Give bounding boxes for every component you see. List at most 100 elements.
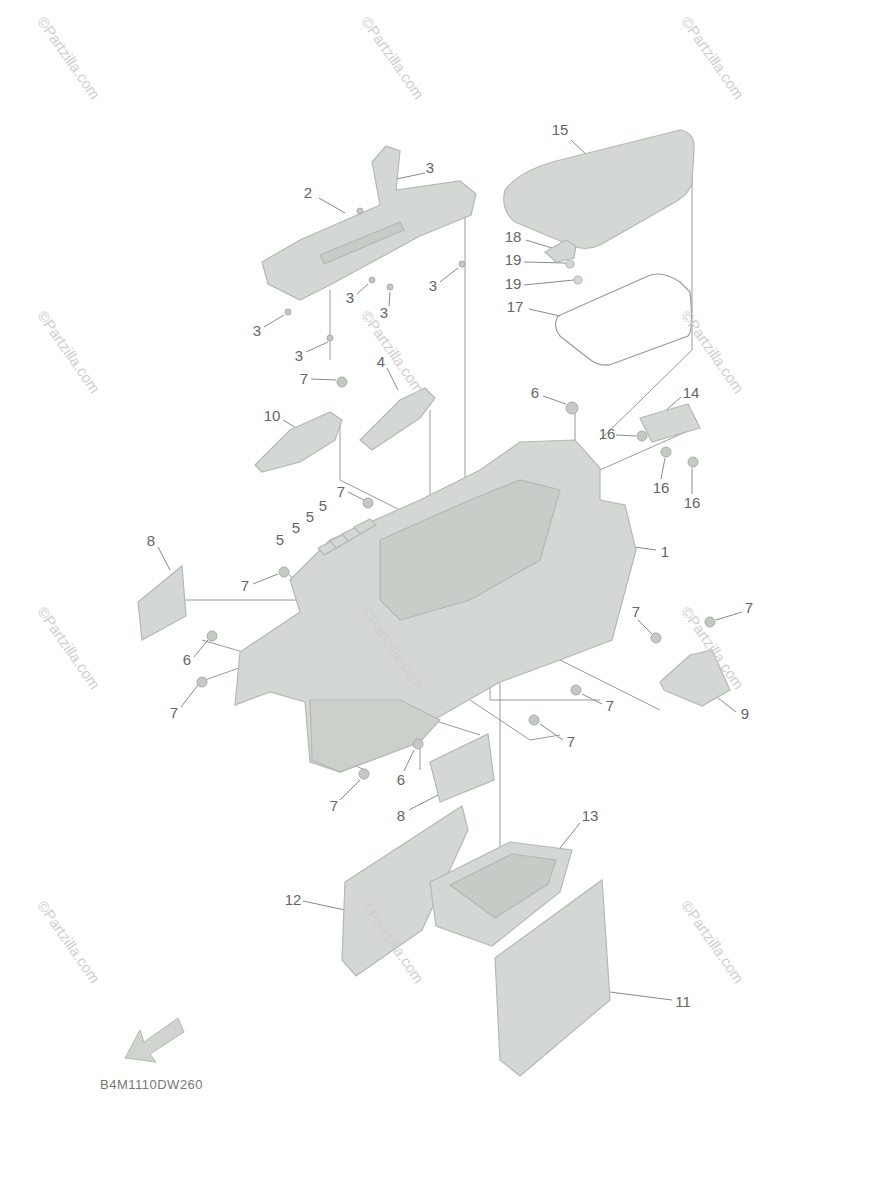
rear-panel [495, 880, 610, 1076]
callout-box: 15 [552, 121, 569, 139]
callout-number: 3 [253, 322, 261, 339]
callout-box: 7 [606, 697, 614, 715]
leader-lines [158, 140, 742, 1000]
callout-number: 7 [241, 577, 249, 594]
watermark: ©Partzilla.com [358, 13, 428, 102]
callout-box: 5 [276, 531, 284, 549]
side-cover [430, 734, 494, 802]
watermark-box: ©Partzilla.com [33, 603, 103, 693]
callout-number: 7 [606, 697, 614, 714]
watermark-box: ©Partzilla.com [677, 13, 747, 103]
callout-box: 5 [319, 497, 327, 515]
callout-number: 3 [295, 347, 303, 364]
callout-number: 3 [429, 277, 437, 294]
small-bracket [640, 404, 700, 442]
callout-box: 4 [377, 353, 385, 371]
callout-number: 13 [582, 807, 599, 824]
callout-box: 18 [505, 228, 522, 246]
callout-box: 7 [170, 704, 178, 722]
callout-number: 14 [683, 384, 700, 401]
callout-box: 10 [264, 407, 281, 425]
callout-box: 8 [147, 532, 155, 550]
callout-box: 7 [337, 483, 345, 501]
callout-box: 14 [683, 384, 700, 402]
pad [354, 519, 376, 534]
lid-seal [555, 274, 691, 365]
storage-body-skirt [310, 700, 440, 772]
callout-number: 16 [684, 494, 701, 511]
parts [138, 130, 730, 1076]
watermark-box: ©Partzilla.com [357, 307, 427, 397]
clip [545, 240, 576, 262]
callout-number: 8 [397, 807, 405, 824]
callout-number: 7 [745, 599, 753, 616]
storage-body [235, 440, 636, 772]
watermark: ©Partzilla.com [678, 13, 748, 102]
callout-box: 3 [346, 289, 354, 307]
watermark: ©Partzilla.com [34, 307, 104, 396]
callout-box: 7 [241, 577, 249, 595]
callout-number: 7 [330, 797, 338, 814]
front-arrow [125, 1018, 184, 1062]
callout-number: 7 [632, 603, 640, 620]
callout-number: 6 [183, 651, 191, 668]
callout-number: 9 [741, 705, 749, 722]
mount-bracket [360, 388, 435, 450]
callout-box: 7 [745, 599, 753, 617]
callout-box: 5 [306, 508, 314, 526]
callout-box: 11 [675, 993, 691, 1011]
callout-number: 5 [276, 531, 284, 548]
callout-number: 11 [675, 993, 691, 1010]
callout-box: 19 [505, 251, 522, 269]
callout-box: 3 [295, 347, 303, 365]
callout-box: 6 [183, 651, 191, 669]
callout-number: 16 [599, 425, 616, 442]
callout-number: 18 [505, 228, 522, 245]
callout-number: 3 [380, 304, 388, 321]
callout-box: 6 [531, 384, 539, 402]
storage-body-inner [380, 480, 560, 620]
callout-number: 6 [531, 384, 539, 401]
watermark-box: ©Partzilla.com [677, 897, 747, 987]
callout-box: 12 [285, 891, 302, 909]
callout-box: 2 [304, 184, 312, 202]
callout-box: 8 [397, 807, 405, 825]
callout-box: 1 [661, 543, 669, 561]
callout-box: 3 [253, 322, 261, 340]
bracket-plate [262, 146, 476, 300]
watermark-box: ©Partzilla.com [33, 307, 103, 397]
watermark: ©Partzilla.com [34, 603, 104, 692]
callout-number: 7 [170, 704, 178, 721]
callout-box: 7 [632, 603, 640, 621]
callout-number: 7 [337, 483, 345, 500]
callout-number: 2 [304, 184, 312, 201]
callout-box: 19 [505, 275, 522, 293]
callout-box: 16 [599, 425, 616, 443]
side-cover [138, 566, 186, 640]
watermark: ©Partzilla.com [678, 307, 748, 396]
callout-box: B4M1110DW260 [100, 1075, 203, 1093]
watermark: ©Partzilla.com [34, 897, 104, 986]
callout-number: 6 [397, 771, 405, 788]
diagram-code: B4M1110DW260 [100, 1077, 203, 1092]
callout-box: 16 [684, 494, 701, 512]
callout-box: 17 [507, 298, 524, 316]
callout-box: 7 [300, 370, 308, 388]
callout-box: 16 [653, 479, 670, 497]
watermark-box: ©Partzilla.com [33, 897, 103, 987]
callout-box: 3 [429, 277, 437, 295]
callout-number: 15 [552, 121, 569, 138]
callout-number: 5 [319, 497, 327, 514]
callout-number: 19 [505, 275, 522, 292]
watermark: ©Partzilla.com [34, 13, 104, 102]
callout-number: 1 [661, 543, 669, 560]
callout-box: 9 [741, 705, 749, 723]
callout-box: 7 [567, 733, 575, 751]
watermark: ©Partzilla.com [678, 897, 748, 986]
callout-box: 7 [330, 797, 338, 815]
callout-number: 3 [426, 159, 434, 176]
washer [566, 260, 574, 268]
watermark-box: ©Partzilla.com [33, 13, 103, 103]
washer [574, 276, 582, 284]
